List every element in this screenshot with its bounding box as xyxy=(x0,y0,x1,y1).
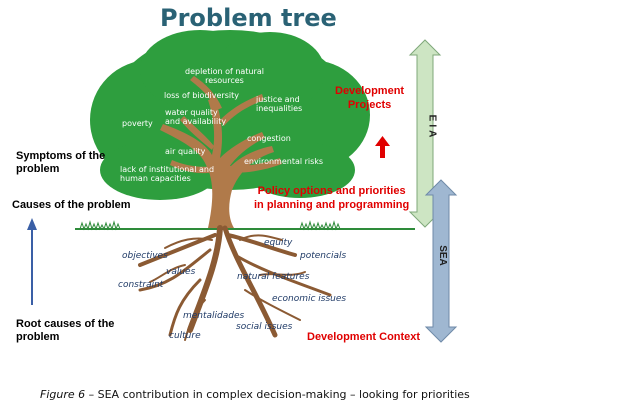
eia-label: EIA xyxy=(426,114,438,141)
causes-arrow xyxy=(27,218,37,305)
label-air-quality: air quality xyxy=(165,147,206,156)
development-projects-label: Development Projects xyxy=(335,85,405,111)
sea-label: SEA xyxy=(436,245,448,266)
label-poverty: poverty xyxy=(122,119,153,128)
label-potencials: potencials xyxy=(300,251,347,261)
development-context-label: Development Context xyxy=(307,331,421,343)
tree-roots xyxy=(138,225,332,341)
figure-caption: Figure 6 – SEA contribution in complex d… xyxy=(40,388,470,401)
label-congestion: congestion xyxy=(247,134,291,143)
red-up-arrow xyxy=(375,136,390,158)
figure-caption-text: – SEA contribution in complex decision-m… xyxy=(85,388,470,401)
label-mentalidades: mentalidades xyxy=(183,311,245,321)
eia-double-arrow xyxy=(408,39,442,228)
diagram-title: Problem tree xyxy=(160,4,337,32)
label-natural-features: natural features xyxy=(237,272,310,282)
causes-label: Causes of the problem xyxy=(12,199,131,211)
label-equity: equity xyxy=(264,238,293,248)
label-justice: justice and inequalities xyxy=(256,95,303,113)
label-environmental-risks: environmental risks xyxy=(244,157,324,166)
label-institutional: lack of institutional and human capaciti… xyxy=(120,165,215,183)
label-values: values xyxy=(166,267,196,277)
root-causes-label: Root causes of the problem xyxy=(16,318,115,343)
policy-options-label: Policy options and priorities in plannin… xyxy=(254,185,410,211)
label-objectives: objectives xyxy=(122,251,168,261)
tree-trunk xyxy=(160,76,282,228)
label-constraint: constraint xyxy=(118,280,164,290)
label-water: water quality and availability xyxy=(165,108,227,126)
tree-canopy xyxy=(90,30,370,200)
label-culture: culture xyxy=(169,331,201,341)
label-economic-issues: economic issues xyxy=(272,294,347,304)
label-depletion: depletion of natural resources xyxy=(185,67,264,85)
label-social-issues: social issues xyxy=(236,322,293,332)
label-biodiversity: loss of biodiversity xyxy=(164,91,239,100)
figure-number: Figure 6 xyxy=(40,388,86,401)
grass-line xyxy=(75,220,415,231)
symptoms-label: Symptoms of the problem xyxy=(16,150,106,175)
sea-double-arrow xyxy=(424,179,458,343)
